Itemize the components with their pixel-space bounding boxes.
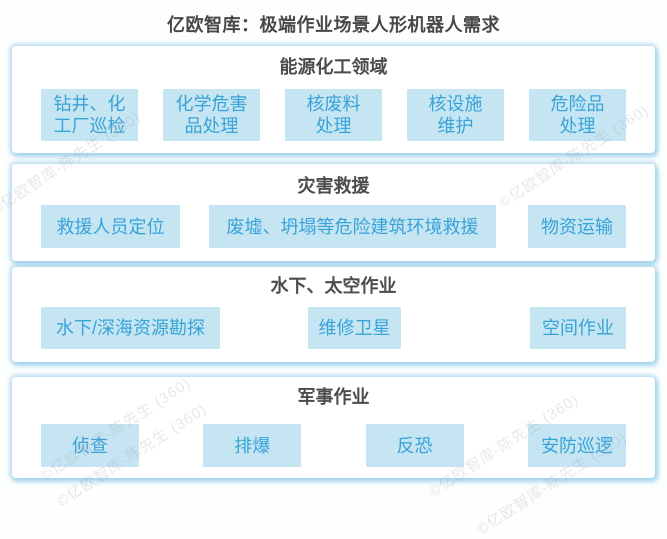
requirement-chip: 排爆 (203, 424, 302, 467)
requirement-chip: 反恐 (365, 424, 464, 467)
requirement-chip: 核设施 维护 (407, 89, 504, 141)
section-card-disaster-rescue: 灾害救援 救援人员定位 废墟、坍塌等危险建筑环境救援 物资运输 (12, 164, 655, 261)
chip-row: 救援人员定位 废墟、坍塌等危险建筑环境救援 物资运输 (12, 205, 655, 248)
requirement-chip: 水下/深海资源勘探 (41, 307, 220, 349)
chip-row: 钻井、化 工厂巡检 化学危害 品处理 核废料 处理 核设施 维护 危险品 处理 (12, 89, 655, 141)
section-heading: 能源化工领域 (279, 57, 388, 77)
section-heading: 军事作业 (297, 387, 370, 407)
section-heading: 灾害救援 (297, 176, 370, 196)
requirement-chip: 维修卫星 (308, 307, 401, 349)
requirement-chip: 危险品 处理 (529, 89, 626, 141)
requirement-chip: 核废料 处理 (285, 89, 382, 141)
requirement-chip: 救援人员定位 (41, 205, 180, 248)
requirement-chip: 侦查 (41, 424, 139, 467)
section-card-underwater-space: 水下、太空作业 水下/深海资源勘探 维修卫星 空间作业 (12, 267, 655, 362)
section-heading: 水下、太空作业 (270, 276, 397, 296)
chip-row: 侦查 排爆 反恐 安防巡逻 (12, 424, 655, 467)
page-title: 亿欧智库：极端作业场景人形机器人需求 (167, 15, 500, 35)
requirement-chip: 安防巡逻 (527, 424, 626, 467)
chip-row: 水下/深海资源勘探 维修卫星 空间作业 (12, 307, 655, 349)
requirement-chip: 废墟、坍塌等危险建筑环境救援 (209, 205, 496, 248)
requirement-chip: 空间作业 (530, 307, 626, 349)
requirement-chip: 化学危害 品处理 (163, 89, 260, 141)
requirement-chip: 物资运输 (528, 205, 626, 248)
section-card-military: 军事作业 侦查 排爆 反恐 安防巡逻 (12, 377, 655, 478)
section-card-energy-chemical: 能源化工领域 钻井、化 工厂巡检 化学危害 品处理 核废料 处理 核设施 维护 … (12, 46, 655, 153)
requirement-chip: 钻井、化 工厂巡检 (41, 89, 138, 141)
